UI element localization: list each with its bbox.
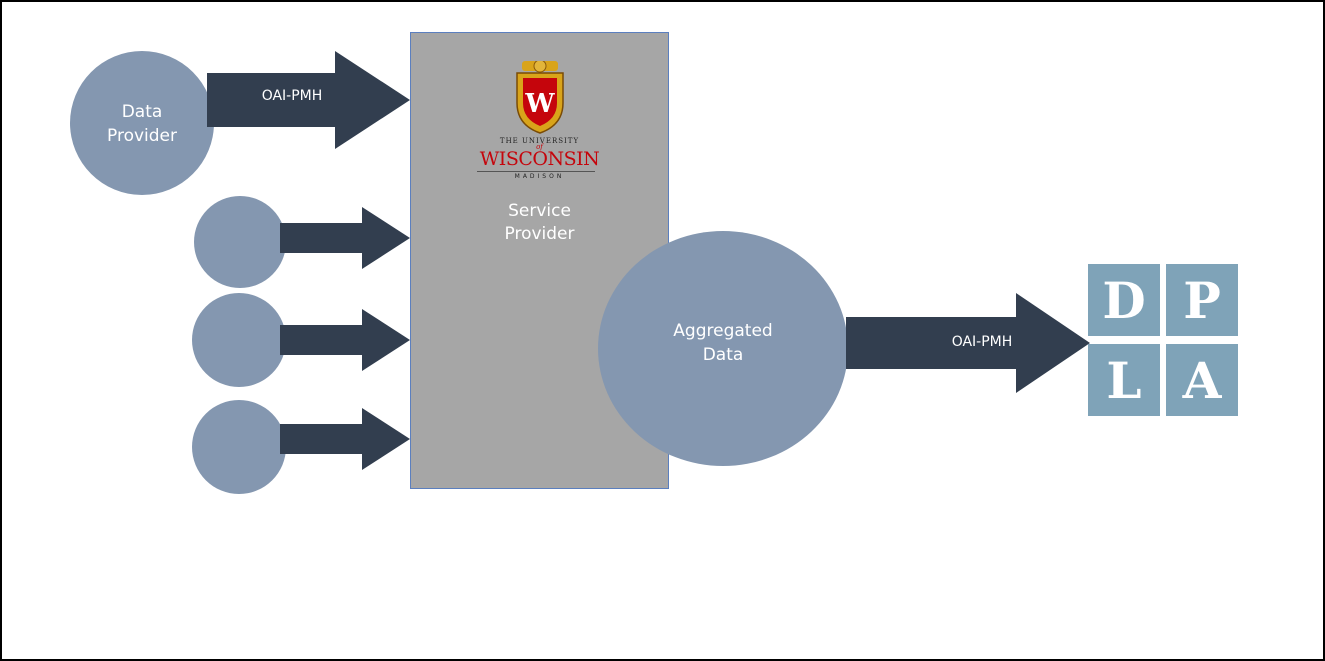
oai-pmh-arrow-right xyxy=(846,293,1090,393)
university-logo-line4: MADISON xyxy=(514,173,565,180)
university-logo-line1: THE UNIVERSITY xyxy=(499,137,580,145)
data-provider-circle-4 xyxy=(192,400,286,494)
dpla-logo-p: P xyxy=(1166,264,1238,336)
data-provider-label-line2: Provider xyxy=(107,126,177,146)
svg-text:W: W xyxy=(524,89,555,119)
dpla-logo-a: A xyxy=(1166,344,1238,416)
service-provider-label-line1: Service xyxy=(508,201,571,221)
aggregated-data-label-line2: Data xyxy=(702,345,744,365)
university-logo-line3: WISCONSIN xyxy=(479,148,600,170)
arrow-3 xyxy=(280,309,410,371)
data-provider-circle-3 xyxy=(192,293,286,387)
dpla-logo-l: L xyxy=(1088,344,1160,416)
university-logo-rule xyxy=(477,171,595,172)
oai-pmh-arrow-top xyxy=(207,51,410,149)
data-provider-circle: Data Provider xyxy=(70,51,214,195)
dpla-logo-d: D xyxy=(1088,264,1160,336)
university-crest-icon: W xyxy=(516,61,564,134)
oai-pmh-label-right: OAI-PMH xyxy=(951,334,1013,350)
data-provider-label-line1: Data xyxy=(121,102,163,122)
oai-pmh-label-top: OAI-PMH xyxy=(261,88,323,104)
dpla-logo: D P L A xyxy=(1088,264,1244,418)
aggregated-data-label-line1: Aggregated xyxy=(673,321,773,341)
aggregated-data-circle: Aggregated Data xyxy=(598,231,848,466)
data-provider-circle-2 xyxy=(194,196,286,288)
university-logo-line2: of xyxy=(536,143,543,151)
arrow-4 xyxy=(280,408,410,470)
arrow-2 xyxy=(280,207,410,269)
service-provider-label-line2: Provider xyxy=(504,224,575,244)
